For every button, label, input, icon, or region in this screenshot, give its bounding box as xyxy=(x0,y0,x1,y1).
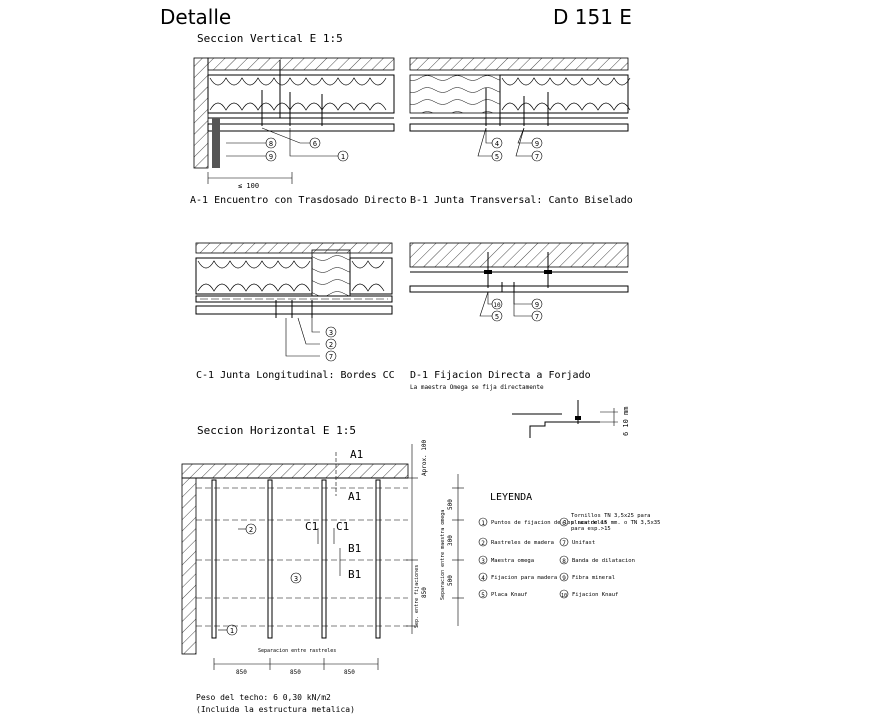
detail-a1: 8 9 6 1 ≤ 100 A-1 Encuentro con Trasdosa… xyxy=(190,57,407,206)
dimension-label: 500 xyxy=(447,499,454,510)
detail-b1: 4 9 5 7 B-1 Junta Transversal: Canto Bis… xyxy=(409,57,633,206)
dimension-label: Separacion entre maestra omega xyxy=(440,510,446,600)
callout-number: 9 xyxy=(535,140,539,148)
section-mark: C1 xyxy=(336,520,349,533)
callout-number: 9 xyxy=(269,153,273,161)
legend-title: LEYENDA xyxy=(490,492,532,503)
legend-item: 1 Puntos de fijacion de los rastreles xyxy=(478,517,607,527)
ceiling-weight: Peso del techo: 6 0,30 kN/m2 xyxy=(196,693,331,702)
callout-number: 3 xyxy=(329,329,333,337)
dimension-label: Aprox. 100 xyxy=(421,439,428,476)
callout-number: 7 xyxy=(329,353,333,361)
callout-number: 2 xyxy=(329,341,333,349)
legend-text: Banda de dilatacion xyxy=(572,558,635,564)
legend-item: 9 Fibra mineral xyxy=(559,572,615,582)
weight-note: (Incluida la estructura metalica) xyxy=(196,705,355,714)
caption-c1: C-1 Junta Longitudinal: Bordes CC xyxy=(196,370,395,381)
detail-d1: 10 9 5 7 D-1 Fijacion Directa a Forjado … xyxy=(409,242,630,438)
callout-number: 5 xyxy=(495,313,499,321)
callout-number: 5 xyxy=(495,153,499,161)
legend-text: Fijacion para madera xyxy=(491,575,557,581)
vertical-section-title: Seccion Vertical E 1:5 xyxy=(197,32,343,45)
section-mark: A1 xyxy=(348,490,361,503)
page-title: Detalle xyxy=(160,5,231,29)
legend-item: 4 Fijacion para madera xyxy=(478,572,557,582)
bottom-dimension-label: Separacion entre rastreles xyxy=(258,648,336,654)
legend-number: 7 xyxy=(562,540,566,547)
legend-number: 8 xyxy=(562,558,566,565)
dimension-label: 300 xyxy=(447,535,454,546)
callout-number: 10 xyxy=(493,302,501,309)
legend-item: 8 Banda de dilatacion xyxy=(559,555,635,565)
callout-number: 1 xyxy=(230,627,234,635)
legend-text: Placa Knauf xyxy=(491,592,527,598)
dimension-label: Sep. entre fijaciones xyxy=(414,565,420,628)
legend-item: 7 Unifast xyxy=(559,537,595,547)
detail-c1: 3 2 7 C-1 Junta Longitudinal: Bordes CC xyxy=(195,242,395,381)
section-mark: A1 xyxy=(350,448,363,461)
legend-text: Maestra omega xyxy=(491,558,534,564)
legend-text: Fibra mineral xyxy=(572,575,615,581)
legend-number: 1 xyxy=(481,520,485,527)
callout-number: 7 xyxy=(535,313,539,321)
section-mark: C1 xyxy=(305,520,318,533)
legend-number: 9 xyxy=(562,575,566,582)
legend-text: Fijacion Knauf xyxy=(572,592,618,598)
legend-item: 6 Tornillos TN 3,5x25 para placa de 15 m… xyxy=(559,513,661,532)
caption-b1: B-1 Junta Transversal: Canto Biselado xyxy=(410,195,633,206)
dimension-label: 850 xyxy=(236,669,247,676)
legend: LEYENDA 1 Puntos de fijacion de los rast… xyxy=(478,492,661,599)
legend-number: 6 xyxy=(562,520,566,527)
callout-number: 2 xyxy=(249,526,253,534)
legend-number: 10 xyxy=(561,593,567,599)
legend-item: 10 Fijacion Knauf xyxy=(559,589,618,599)
plan-view: A1 A1 C1 C1 B1 B1 2 3 1 Aprox. 100 500 3… xyxy=(181,439,464,676)
drawing-code: D 151 E xyxy=(553,5,632,29)
legend-number: 4 xyxy=(481,575,485,582)
legend-text: Unifast xyxy=(572,540,595,546)
legend-number: 5 xyxy=(481,592,485,599)
legend-text: Tornillos TN 3,5x25 para placa de 15 mm.… xyxy=(571,513,661,532)
horizontal-section-title: Seccion Horizontal E 1:5 xyxy=(197,424,356,437)
callout-number: 8 xyxy=(269,140,273,148)
dimension-label: 850 xyxy=(290,669,301,676)
legend-number: 2 xyxy=(481,540,485,547)
d1-note: La maestra Omega se fija directamente xyxy=(410,384,544,391)
dimension-label: 850 xyxy=(344,669,355,676)
callout-number: 1 xyxy=(341,153,345,161)
legend-number: 3 xyxy=(481,558,485,565)
caption-a1: A-1 Encuentro con Trasdosado Directo xyxy=(190,195,407,206)
dimension-label: 6 10 mm xyxy=(622,406,630,436)
dimension-label: 850 xyxy=(421,587,428,598)
section-mark: B1 xyxy=(348,542,361,555)
dimension-label: 500 xyxy=(447,575,454,586)
callout-number: 7 xyxy=(535,153,539,161)
legend-item: 5 Placa Knauf xyxy=(478,589,527,599)
callout-number: 9 xyxy=(535,301,539,309)
callout-number: 6 xyxy=(313,140,317,148)
legend-item: 2 Rastreles de madera xyxy=(478,537,554,547)
section-mark: B1 xyxy=(348,568,361,581)
legend-text: Rastreles de madera xyxy=(491,540,554,546)
caption-d1: D-1 Fijacion Directa a Forjado xyxy=(410,370,591,381)
callout-number: 3 xyxy=(294,575,298,583)
legend-item: 3 Maestra omega xyxy=(478,555,534,565)
dimension-label: ≤ 100 xyxy=(238,182,259,190)
legend-text: Puntos de fijacion de los rastreles xyxy=(491,520,607,526)
callout-number: 4 xyxy=(495,140,499,148)
